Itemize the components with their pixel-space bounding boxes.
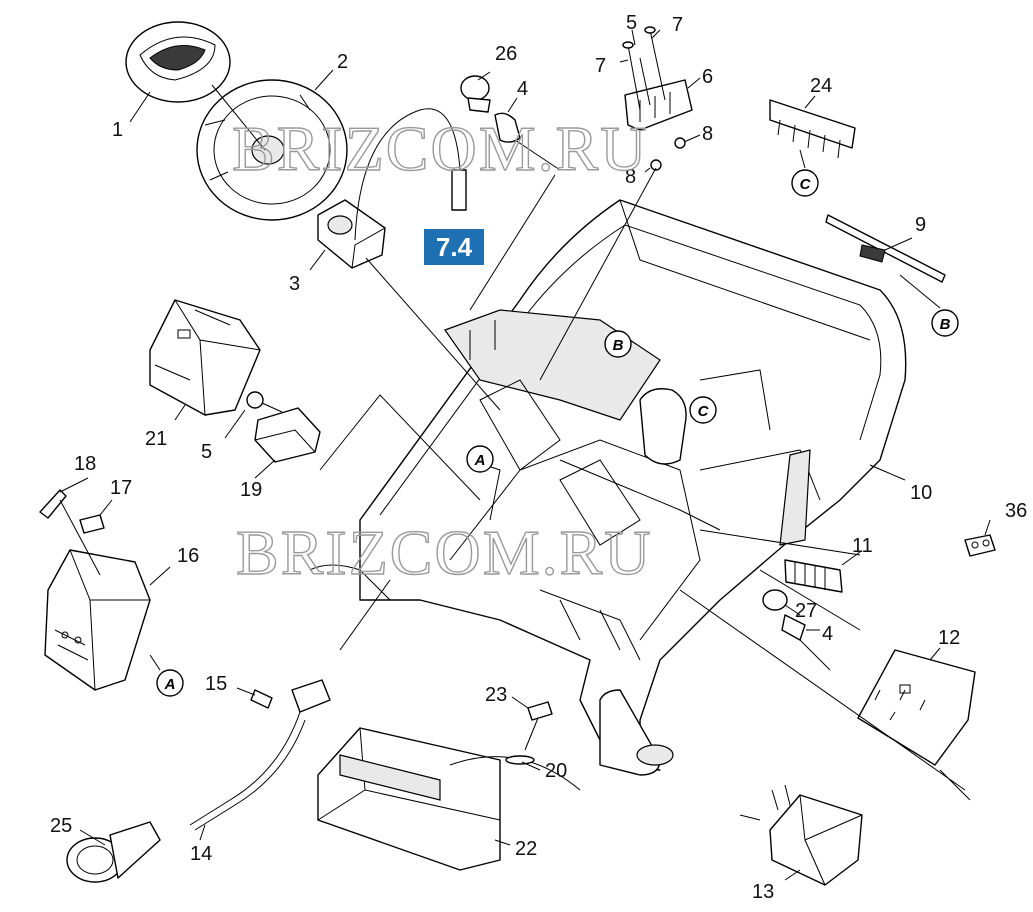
label-2: 2 (337, 51, 348, 73)
transformer-part-22 (317, 727, 581, 871)
watermarks: BRIZCOM.RU BRIZCOM.RU (231, 112, 653, 588)
callout-c-2: C (689, 396, 717, 424)
screw-part-17 (79, 514, 105, 534)
part-number-labels: 1 2 3 26 4 5 7 7 6 8 8 24 9 10 21 5 19 1… (50, 12, 1027, 903)
callout-b-2: B (931, 309, 959, 337)
leader-lines (59, 29, 991, 881)
svg-text:B: B (613, 337, 624, 354)
cable-part-14 (189, 679, 331, 831)
label-22: 22 (515, 838, 537, 860)
svg-text:A: A (474, 452, 486, 469)
label-15: 15 (205, 673, 227, 695)
callout-a-1: A (466, 445, 494, 473)
callout-a-2: A (156, 669, 184, 697)
label-5-left: 5 (201, 441, 212, 463)
housing-part-10 (309, 199, 907, 776)
nuts-part-8 (650, 137, 686, 171)
washer-part-20 (505, 755, 535, 765)
thermostat-part-3 (317, 108, 467, 269)
watermark-top: BRIZCOM.RU (232, 113, 649, 184)
label-1: 1 (112, 119, 123, 141)
label-17: 17 (110, 477, 132, 499)
label-20: 20 (545, 760, 567, 782)
label-26: 26 (495, 43, 517, 65)
label-9: 9 (915, 214, 926, 236)
screw-part-18 (39, 489, 101, 576)
callout-b-1: B (604, 330, 632, 358)
badge-text: 7.4 (436, 232, 473, 262)
screws-part-7 (622, 26, 666, 111)
label-25: 25 (50, 815, 72, 837)
label-21: 21 (145, 428, 167, 450)
terminal-part-36 (964, 534, 996, 557)
lamp-part-26 (460, 75, 491, 113)
label-16: 16 (177, 545, 199, 567)
label-13: 13 (752, 881, 774, 903)
svg-text:C: C (800, 176, 812, 193)
label-7-left: 7 (595, 55, 606, 77)
lamp-part-4-right (781, 614, 831, 671)
label-14: 14 (190, 843, 212, 865)
label-18: 18 (74, 453, 96, 475)
label-6: 6 (702, 66, 713, 88)
svg-text:A: A (164, 676, 176, 693)
relay-part-13 (739, 784, 863, 886)
lamp-part-27 (762, 589, 788, 611)
label-23: 23 (485, 684, 507, 706)
terminal-block-part-11 (784, 559, 843, 593)
label-19: 19 (240, 479, 262, 501)
cap-part-1 (125, 21, 231, 103)
label-8-left: 8 (625, 166, 636, 188)
terminal-part-6 (624, 79, 693, 131)
reference-badge: 7.4 (424, 229, 484, 265)
plug-part-25 (66, 821, 161, 883)
label-3: 3 (289, 273, 300, 295)
label-5-top: 5 (626, 12, 637, 34)
callout-c-1: C (791, 169, 819, 197)
lamp-part-4-top (494, 112, 561, 171)
terminal-strip-part-24 (769, 99, 856, 159)
label-4-top: 4 (517, 78, 528, 100)
bracket-part-9 (825, 214, 946, 283)
svg-text:C: C (698, 403, 710, 420)
label-24: 24 (810, 75, 832, 97)
fuse-part-15 (250, 689, 273, 709)
label-11: 11 (852, 535, 873, 557)
label-8-right: 8 (702, 123, 713, 145)
label-12: 12 (938, 627, 960, 649)
label-36: 36 (1005, 500, 1027, 522)
watermark-middle: BRIZCOM.RU (236, 517, 653, 588)
svg-text:B: B (940, 316, 951, 333)
contactor-part-16 (44, 549, 151, 691)
relay-part-21 (149, 299, 261, 416)
label-4-right: 4 (822, 623, 833, 645)
label-7-top: 7 (672, 14, 683, 36)
bracket-part-19 (254, 407, 321, 463)
label-27: 27 (795, 600, 817, 622)
screw-part-23 (524, 701, 553, 751)
screw-part-5-left (246, 391, 283, 413)
dial-part-2 (196, 79, 348, 221)
label-10: 10 (910, 482, 932, 504)
control-board-part-12 (857, 649, 976, 766)
